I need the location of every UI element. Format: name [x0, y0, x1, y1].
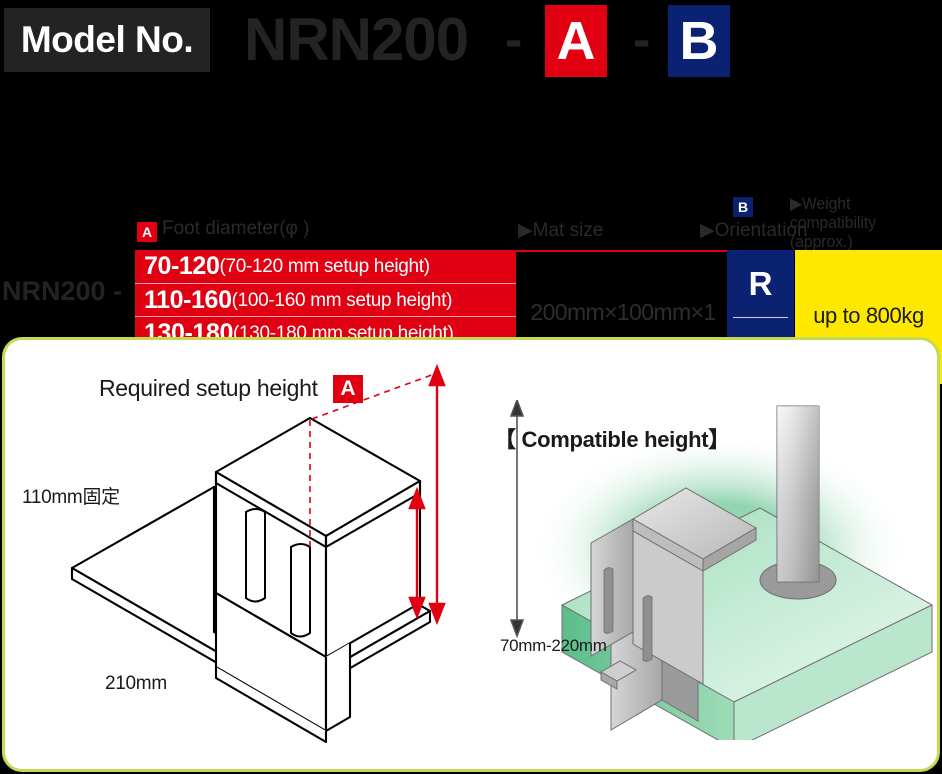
model-no-badge: Model No.: [4, 8, 210, 72]
foot-diameter-note: (70-120 mm setup height): [219, 256, 430, 277]
weight-value: up to 800kg: [813, 303, 924, 328]
required-setup-height-label: Required setup height: [99, 375, 318, 401]
required-setup-height-badge-a: A: [333, 375, 363, 403]
table-row[interactable]: 110-160(100-160 mm setup height): [135, 284, 516, 317]
model-code-text: NRN200: [244, 6, 469, 73]
dimension-label-width: 210mm: [105, 673, 167, 694]
badge-b-wrapper: B: [733, 196, 758, 217]
header-variant-b-box: B: [668, 5, 730, 77]
header-dash-2: -: [633, 11, 651, 69]
foot-diameter-range: 70-120: [144, 252, 220, 280]
column-header-orientation: ▶Orientation: [700, 220, 808, 241]
diagram-panel: [2, 337, 940, 772]
foot-diameter-range: 110-160: [144, 285, 232, 314]
dimension-label-depth: 110mm固定: [22, 487, 120, 508]
header: Model No. NRN200 - A - B: [0, 0, 942, 84]
table-row[interactable]: 70-120(70-120 mm setup height): [135, 250, 516, 284]
orientation-option-r[interactable]: R: [748, 265, 773, 302]
mat-size-value: 200mm×100mm×1: [530, 299, 716, 325]
header-variant-a-box: A: [545, 5, 607, 77]
badge-b-icon: B: [733, 197, 753, 217]
column-header-weight: ▶Weight compatibility (approx.): [790, 194, 877, 251]
dimension-label-compatible-height: 70mm-220mm: [500, 636, 607, 655]
column-header-foot-diameter-label: Foot diameter(φ ): [162, 218, 310, 239]
header-dash-1: -: [505, 11, 523, 69]
orientation-divider: [733, 316, 788, 318]
model-no-badge-label: Model No.: [20, 19, 194, 60]
foot-diameter-note: (100-160 mm setup height): [231, 289, 453, 311]
compatible-height-label: 【 Compatible height】: [494, 427, 731, 452]
badge-a-icon: A: [137, 222, 157, 242]
spec-row-prefix: NRN200 -: [2, 276, 123, 306]
column-header-mat-size: ▶Mat size: [518, 220, 604, 241]
